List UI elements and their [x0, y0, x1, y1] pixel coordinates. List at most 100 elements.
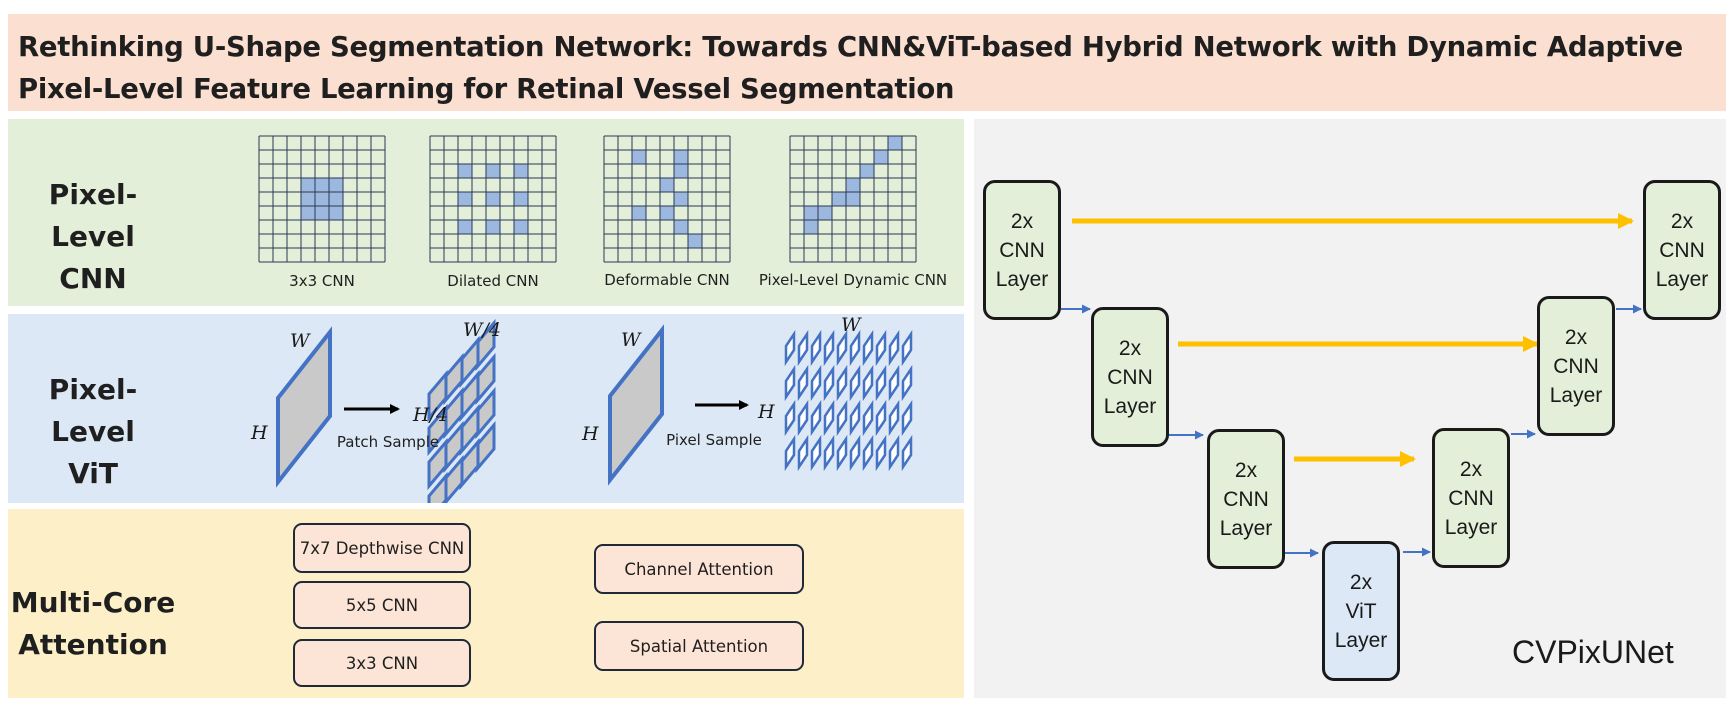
grid-highlight-cell [329, 192, 343, 206]
grid-highlight-cell [846, 178, 860, 192]
encoder-cnn-block-1: 2x CNN Layer [983, 180, 1061, 320]
cnn-label-line1: Pixel-Level [48, 178, 138, 253]
grid-highlight-cell [458, 164, 472, 178]
patch-block [427, 471, 448, 503]
patch-block [427, 369, 448, 423]
pixel-block [849, 399, 861, 437]
grid-highlight-cell [674, 220, 688, 234]
pixel-block [784, 364, 796, 402]
cnn-panel-label: Pixel-Level CNN [8, 174, 178, 300]
title-bar: Rethinking U-Shape Segmentation Network:… [8, 14, 1726, 111]
block-type: CNN [1553, 354, 1599, 378]
patch-source-plane [276, 326, 332, 488]
grid-highlight-cell [632, 150, 646, 164]
cnn-label-line2: CNN [59, 262, 127, 295]
grid-dilated-cnn [429, 135, 557, 263]
vit-sampling-illustration: W H W/4 H/4 W H W H [250, 314, 913, 503]
patch-block [427, 403, 448, 457]
pixel-level-vit-panel: Pixel-Level ViT W H W/4 H/4 W H W H Patc… [8, 314, 964, 503]
grid-highlight-cell [486, 192, 500, 206]
pixel-block [901, 399, 913, 437]
encoder-cnn-block-3: 2x CNN Layer [1207, 429, 1285, 569]
pixel-block [862, 364, 874, 402]
grid-highlight-cell [832, 192, 846, 206]
block-repeat: 2x [1234, 458, 1258, 482]
patch-w4-label: W/4 [463, 319, 501, 341]
pixel-block [784, 434, 796, 472]
block-type: CNN [1107, 365, 1153, 389]
block-layer: Layer [1103, 394, 1157, 418]
attention-label-line2: Attention [18, 628, 168, 661]
patch-blocks [427, 318, 496, 503]
channel-attention-box: Channel Attention [594, 544, 804, 594]
caption-deformable-cnn: Deformable CNN [604, 271, 730, 289]
grid-highlight-cell [688, 234, 702, 248]
grid-highlight-cell [329, 206, 343, 220]
pixel-block [797, 329, 809, 367]
grid-3x3-cnn [258, 135, 386, 263]
pixel-block [862, 434, 874, 472]
pixel-w-label-right: W [841, 314, 862, 336]
pixel-block [888, 364, 900, 402]
grid-highlight-cell [514, 220, 528, 234]
attention-label-line1: Multi-Core [10, 586, 176, 619]
block-layer: Layer [1219, 516, 1273, 540]
pixel-block [849, 329, 861, 367]
block-layer: Layer [1444, 515, 1498, 539]
grid-highlight-cell [888, 136, 902, 150]
grid-highlight-cell [486, 164, 500, 178]
pixel-block [888, 434, 900, 472]
network-name: CVPixUNet [1512, 634, 1674, 670]
block-type: ViT [1345, 599, 1377, 623]
caption-3x3-cnn: 3x3 CNN [289, 272, 355, 290]
pixel-block [849, 364, 861, 402]
bottleneck-vit-block: 2x ViT Layer [1322, 541, 1400, 681]
grid-highlight-cell [674, 192, 688, 206]
grid-highlight-cell [301, 192, 315, 206]
block-layer: Layer [1549, 383, 1603, 407]
pixel-block [836, 329, 848, 367]
grid-highlight-cell [874, 150, 888, 164]
block-repeat: 2x [1564, 325, 1588, 349]
block-layer: Layer [1655, 267, 1709, 291]
cnn-3x3-box: 3x3 CNN [293, 639, 471, 687]
grid-highlight-cell [846, 192, 860, 206]
pixel-block [888, 329, 900, 367]
grid-deformable-cnn [603, 135, 731, 263]
multi-core-attention-panel: Multi-Core Attention 7x7 Depthwise CNN 5… [8, 509, 964, 698]
caption-dilated-cnn: Dilated CNN [447, 272, 539, 290]
pixel-w-label: W [621, 329, 642, 351]
block-layer: Layer [1334, 628, 1388, 652]
grid-highlight-cell [660, 206, 674, 220]
grid-highlight-cell [804, 206, 818, 220]
pixel-block [849, 434, 861, 472]
grid-highlight-cell [301, 206, 315, 220]
block-repeat: 2x [1459, 457, 1483, 481]
block-repeat: 2x [1670, 209, 1694, 233]
grid-highlight-cell [818, 206, 832, 220]
pixel-h-label-right: H [757, 401, 775, 423]
pixel-block [901, 364, 913, 402]
grid-highlight-cell [458, 192, 472, 206]
pixel-block [888, 399, 900, 437]
patch-h4-label: H/4 [412, 404, 448, 426]
grid-highlight-cell [674, 164, 688, 178]
spatial-attention-box: Spatial Attention [594, 621, 804, 671]
encoder-cnn-block-2: 2x CNN Layer [1091, 307, 1169, 447]
decoder-cnn-block-2: 2x CNN Layer [1537, 296, 1615, 436]
grid-highlight-cell [514, 192, 528, 206]
pixel-level-cnn-panel: Pixel-Level CNN 3x3 CNN Dilated CNN Defo… [8, 119, 964, 306]
block-repeat: 2x [1349, 570, 1373, 594]
pixel-sample-caption: Pixel Sample [666, 431, 762, 449]
patch-h-label: H [250, 422, 268, 444]
grid-highlight-cell [632, 206, 646, 220]
vit-panel-label: Pixel-Level ViT [8, 369, 178, 495]
pixel-block [810, 364, 822, 402]
pixel-source-plane [608, 324, 664, 486]
pixel-block [797, 434, 809, 472]
pixel-block [823, 434, 835, 472]
grid-highlight-cell [329, 178, 343, 192]
block-type: CNN [1448, 486, 1494, 510]
pixel-block [862, 399, 874, 437]
pixel-block [823, 329, 835, 367]
